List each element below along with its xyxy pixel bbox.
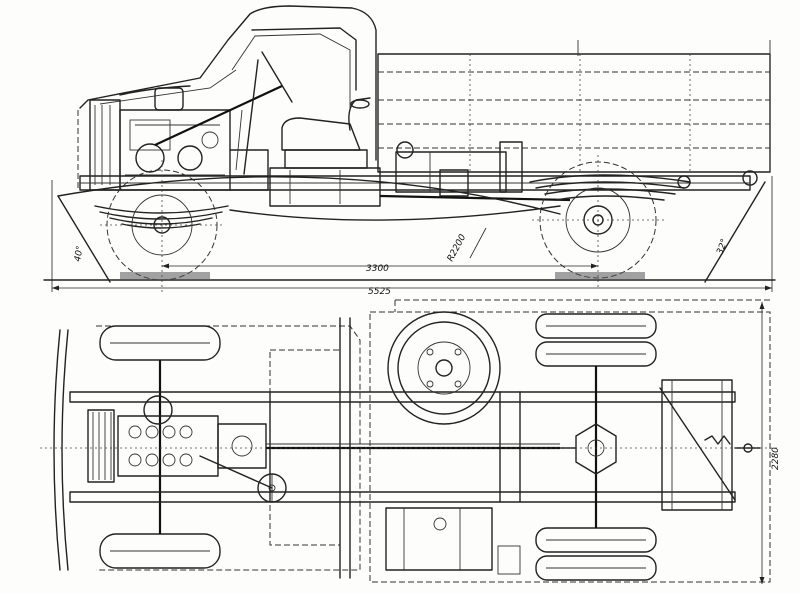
rear-right-dual-wheels bbox=[535, 527, 657, 581]
overall-width-label: 2280 bbox=[771, 447, 781, 470]
width-dimension bbox=[759, 302, 765, 584]
side-view: 3300 5525 R2200 40° 32° bbox=[43, 5, 776, 297]
rear-left-dual-wheels bbox=[535, 313, 657, 367]
approach-angle-line bbox=[57, 195, 111, 283]
spare-wheel bbox=[387, 311, 501, 425]
ground-line bbox=[43, 272, 776, 281]
departure-angle-line bbox=[704, 181, 766, 283]
fuel-tank-top bbox=[385, 507, 521, 575]
front-radius-label: R2200 bbox=[446, 233, 469, 264]
propeller-shaft bbox=[379, 194, 571, 202]
radiator bbox=[87, 409, 115, 483]
top-view: 2280 bbox=[40, 299, 781, 584]
front-bumper bbox=[53, 329, 61, 571]
seat bbox=[281, 97, 371, 169]
engine-top bbox=[117, 395, 267, 477]
front-left-wheel bbox=[99, 325, 221, 361]
overall-length-label: 5525 bbox=[368, 287, 391, 297]
wheelbase-label: 3300 bbox=[366, 264, 389, 274]
frame-rail bbox=[79, 167, 751, 207]
steering-wheel bbox=[199, 455, 287, 503]
engine bbox=[89, 87, 269, 191]
departure-angle-label: 32° bbox=[715, 238, 730, 256]
ground-clearance-arc bbox=[57, 176, 561, 215]
cargo-body-outline bbox=[369, 311, 771, 583]
front-right-wheel bbox=[99, 533, 221, 569]
fuel-tank bbox=[395, 141, 523, 197]
dimension-lines bbox=[51, 176, 773, 292]
frame-rails-top bbox=[69, 379, 736, 511]
approach-angle-label: 40° bbox=[73, 245, 86, 262]
rear-wheel bbox=[532, 155, 664, 290]
cab bbox=[77, 5, 377, 190]
cargo-body bbox=[377, 40, 771, 173]
rear-axle bbox=[559, 366, 617, 528]
steering bbox=[154, 51, 293, 175]
